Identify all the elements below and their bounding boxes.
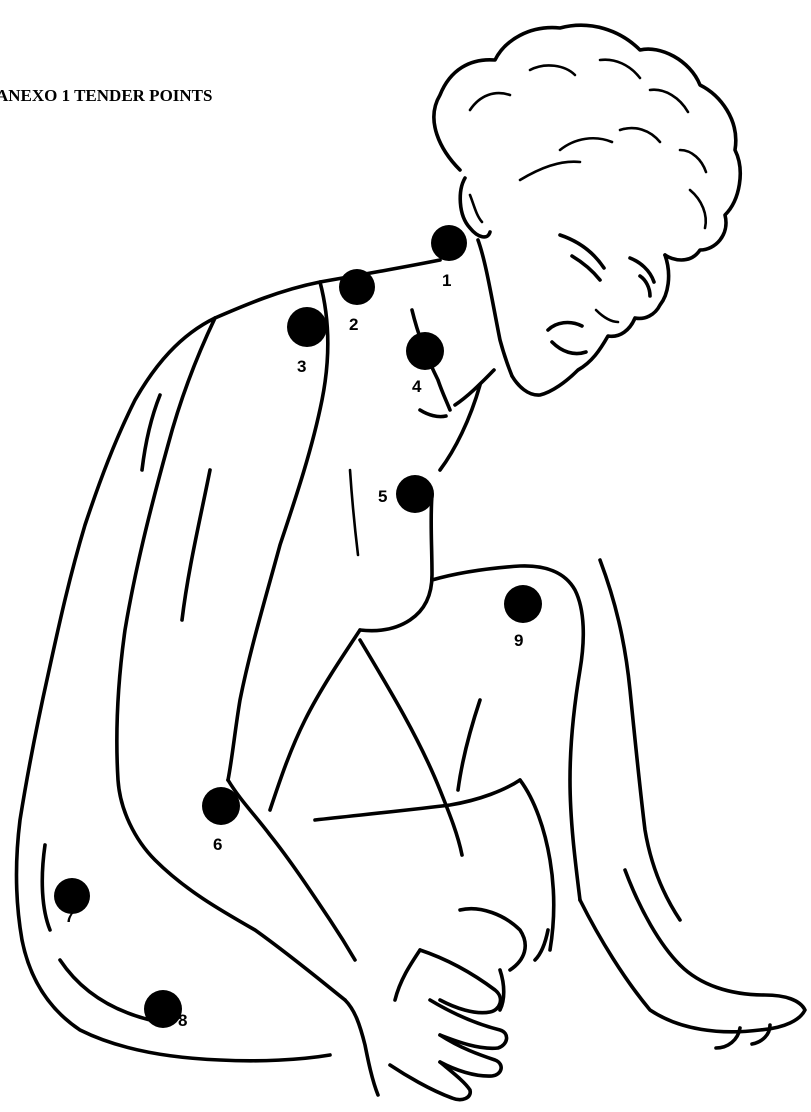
tender-point-4: 4 (406, 332, 444, 396)
neck-outline (412, 240, 512, 417)
leg-outline (315, 560, 805, 1048)
tender-point-2: 2 (339, 269, 375, 334)
tender-point-1: 1 (431, 225, 467, 290)
tender-point-6: 6 (202, 787, 240, 854)
tender-point-label-5: 5 (378, 487, 387, 506)
tender-point-label-9: 9 (514, 631, 523, 650)
tender-point-3: 3 (287, 307, 327, 376)
hair-outline (434, 25, 740, 260)
tender-point-8: 8 (144, 990, 187, 1030)
tender-point-5: 5 (378, 475, 434, 513)
body-outline (16, 260, 440, 1061)
tender-point-7: 7 (54, 878, 90, 926)
tender-point-label-6: 6 (213, 835, 222, 854)
arm-outline (117, 282, 360, 1000)
tender-point-label-1: 1 (442, 271, 451, 290)
tender-point-9: 9 (504, 585, 542, 650)
tender-point-label-2: 2 (349, 315, 358, 334)
face-outline (512, 235, 669, 395)
tender-point-label-4: 4 (412, 377, 422, 396)
tender-point-label-7: 7 (65, 907, 74, 926)
hand-outline (345, 909, 548, 1100)
tender-point-label-3: 3 (297, 357, 306, 376)
ear-outline (460, 178, 490, 237)
tender-point-label-8: 8 (178, 1011, 187, 1030)
